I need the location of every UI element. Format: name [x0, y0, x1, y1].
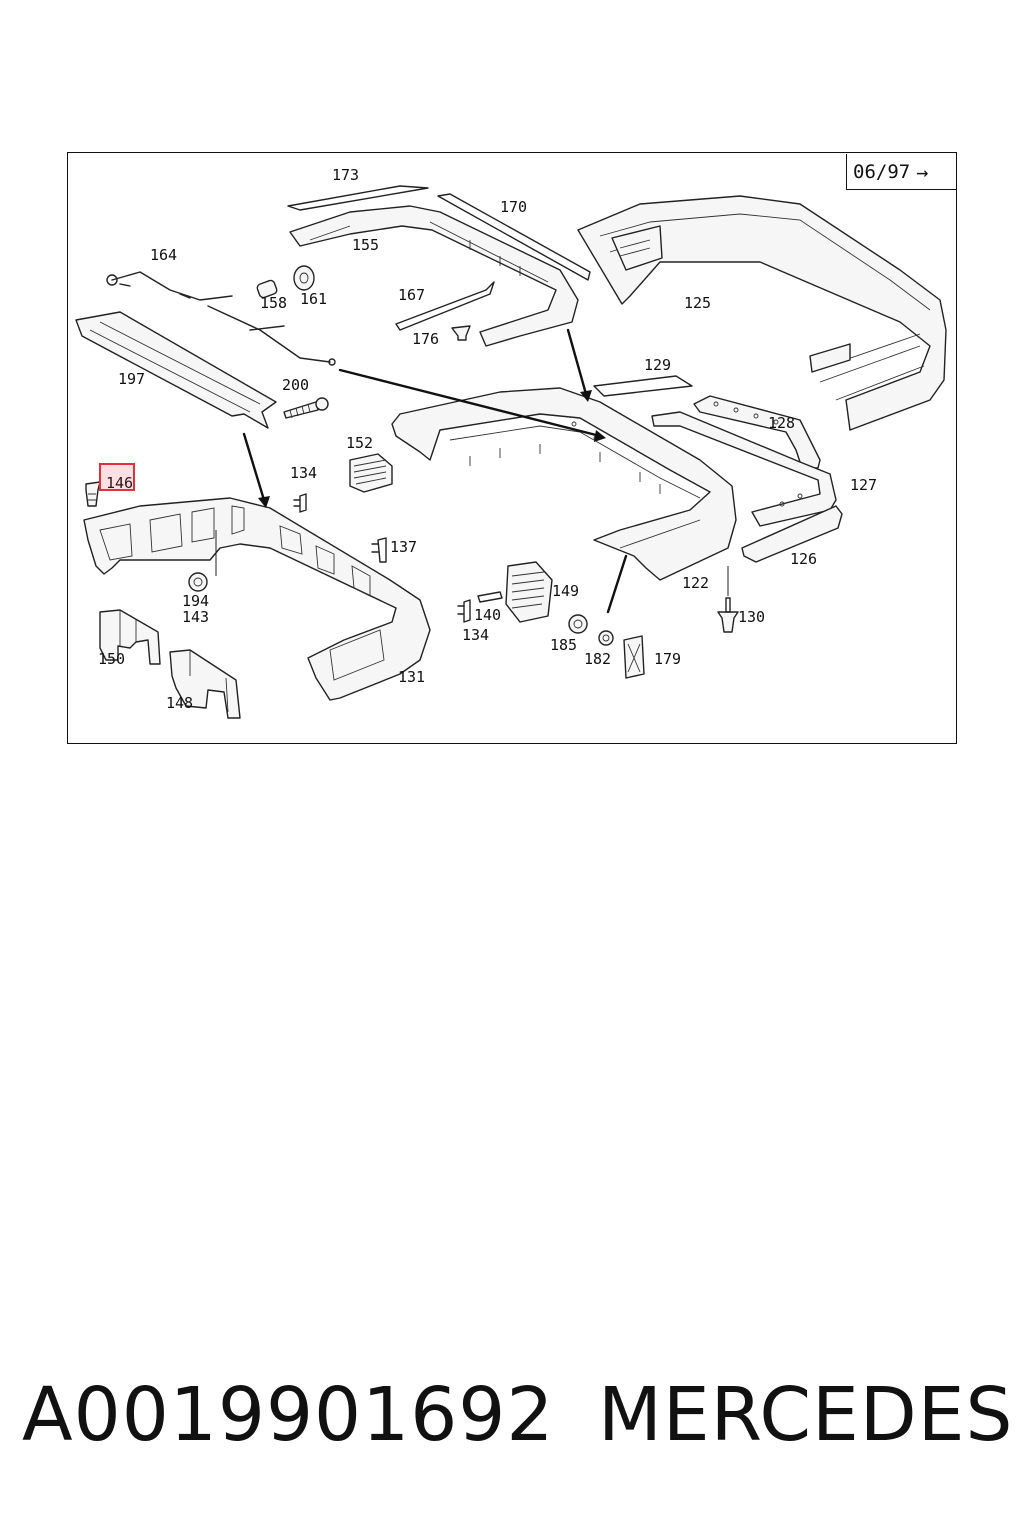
part-173-trim-strip: [287, 185, 429, 211]
callout-128: 128: [768, 414, 795, 432]
callout-129: 129: [644, 356, 671, 374]
part-125-bumper-cover: [577, 195, 947, 431]
part-146-push-rivet: [85, 481, 101, 507]
part-134-clip-lower: [457, 599, 471, 623]
part-179-bracket: [623, 635, 645, 679]
part-127-side-strip: [651, 411, 837, 527]
callout-173: 173: [332, 166, 359, 184]
callout-161: 161: [300, 290, 327, 308]
callout-126: 126: [790, 550, 817, 568]
callout-140: 140: [474, 606, 501, 624]
part-200-screw: [283, 397, 329, 419]
callout-158: 158: [260, 294, 287, 312]
part-150-absorber: [99, 609, 161, 665]
callout-176: 176: [412, 330, 439, 348]
part-158-plug: [256, 279, 278, 299]
date-code: 06/97: [853, 160, 911, 183]
part-182-nut: [598, 630, 614, 646]
callout-125: 125: [684, 294, 711, 312]
part-197-rear-trim: [75, 311, 277, 429]
callout-179: 179: [654, 650, 681, 668]
callout-167: 167: [398, 286, 425, 304]
part-129-bracket: [593, 375, 693, 397]
part-131-bumper-carrier: [83, 497, 431, 701]
brand-name: MERCEDES: [598, 1372, 1014, 1458]
part-149-grille: [505, 561, 553, 623]
callout-134-lower: 134: [462, 626, 489, 644]
callout-137: 137: [390, 538, 417, 556]
callout-134-upper: 134: [290, 464, 317, 482]
callout-149: 149: [552, 582, 579, 600]
callout-labels: 173 170 155 164 158 161 167 176 125 197 …: [98, 166, 877, 712]
part-152-grille: [349, 453, 393, 493]
part-148-absorber: [169, 649, 241, 719]
callout-155: 155: [352, 236, 379, 254]
date-arrow-icon: →: [916, 159, 929, 184]
callout-148: 148: [166, 694, 193, 712]
callout-197: 197: [118, 370, 145, 388]
part-170-strip: [437, 193, 591, 281]
callout-164: 164: [150, 246, 177, 264]
part-185-nut: [568, 614, 588, 634]
callout-122: 122: [682, 574, 709, 592]
parts-diagram-frame: [67, 152, 957, 744]
part-number: A0019901692: [22, 1372, 555, 1458]
part-176-clip: [451, 325, 471, 341]
part-155-bumper-insert: [289, 205, 579, 347]
callout-152: 152: [346, 434, 373, 452]
callout-200: 200: [282, 376, 309, 394]
callout-146: 146: [106, 474, 133, 492]
callout-170: 170: [500, 198, 527, 216]
callout-185: 185: [550, 636, 577, 654]
leader-arrows: [242, 328, 628, 614]
part-134-clip-upper: [293, 493, 307, 513]
date-code-box: 06/97 →: [846, 154, 956, 190]
part-167-rod: [395, 281, 495, 331]
part-126-lower-strip: [741, 505, 843, 563]
callout-194: 194: [182, 592, 209, 610]
highlighted-part-marker: [99, 463, 135, 491]
callout-127: 127: [850, 476, 877, 494]
callout-131: 131: [398, 668, 425, 686]
part-161-grommet: [293, 265, 315, 291]
callout-130: 130: [738, 608, 765, 626]
part-164-wiring: [106, 271, 336, 366]
part-137-clip: [371, 537, 387, 563]
callout-150: 150: [98, 650, 125, 668]
callout-182: 182: [584, 650, 611, 668]
part-130-push-pin: [717, 566, 739, 633]
part-140-pin: [477, 591, 503, 603]
part-194-143-nut: [188, 530, 217, 592]
callout-143: 143: [182, 608, 209, 626]
